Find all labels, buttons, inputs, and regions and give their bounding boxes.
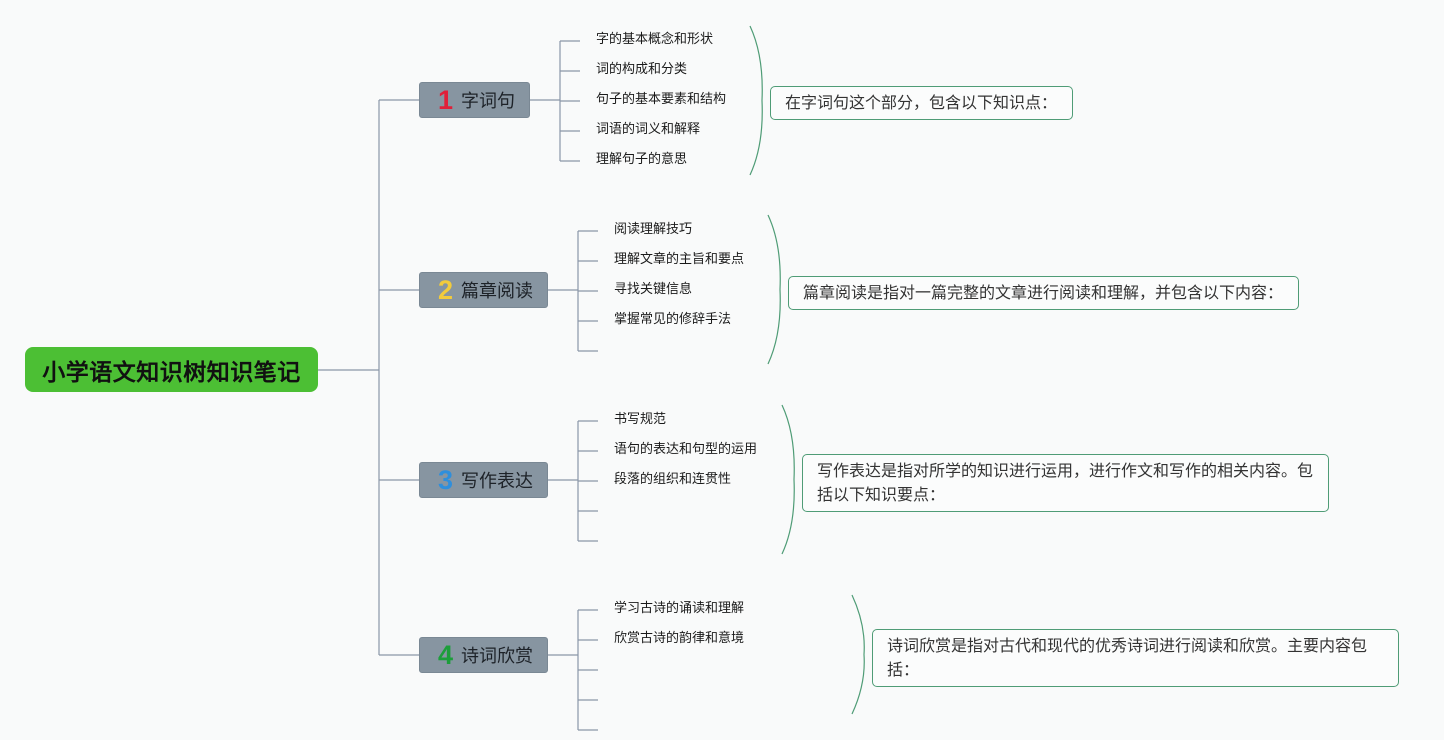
leaf-item[interactable]: 学习古诗的诵读和理解 xyxy=(614,601,745,616)
leaf-item[interactable]: 字的基本概念和形状 xyxy=(596,32,714,47)
leaf-item[interactable]: 词语的词义和解释 xyxy=(596,122,701,137)
leaf-item[interactable]: 掌握常见的修辞手法 xyxy=(614,312,732,327)
leaf-item[interactable]: 句子的基本要素和结构 xyxy=(596,92,727,107)
leaf-item[interactable]: 欣赏古诗的韵律和意境 xyxy=(614,631,745,646)
branch-number: 4 xyxy=(438,639,454,670)
leaf-item[interactable]: 理解文章的主旨和要点 xyxy=(614,252,745,267)
summary-brace xyxy=(749,25,763,176)
branch-topic-3[interactable]: 3 写作表达 xyxy=(419,462,548,498)
leaf-item[interactable]: 阅读理解技巧 xyxy=(614,222,693,237)
summary-box-1[interactable]: 在字词句这个部分，包含以下知识点： xyxy=(770,86,1073,120)
leaf-item[interactable]: 寻找关键信息 xyxy=(614,282,693,297)
leaf-item[interactable]: 理解句子的意思 xyxy=(596,152,688,167)
summary-box-3[interactable]: 写作表达是指对所学的知识进行运用，进行作文和写作的相关内容。包括以下知识要点： xyxy=(802,454,1329,512)
summary-brace xyxy=(781,404,795,555)
summary-brace xyxy=(767,214,781,365)
summary-box-4[interactable]: 诗词欣赏是指对古代和现代的优秀诗词进行阅读和欣赏。主要内容包括： xyxy=(872,629,1399,687)
branch-label: 字词句 xyxy=(461,91,516,112)
leaf-item[interactable]: 词的构成和分类 xyxy=(596,62,688,77)
branch-number: 2 xyxy=(438,274,454,305)
summary-brace xyxy=(851,594,865,715)
leaf-item[interactable]: 语句的表达和句型的运用 xyxy=(614,442,758,457)
leaf-item[interactable]: 段落的组织和连贯性 xyxy=(614,472,732,487)
branch-topic-2[interactable]: 2 篇章阅读 xyxy=(419,272,548,308)
branch-label: 写作表达 xyxy=(461,471,534,492)
branch-label: 篇章阅读 xyxy=(461,281,534,302)
branch-label: 诗词欣赏 xyxy=(461,646,534,667)
branch-number: 1 xyxy=(438,84,454,115)
branch-topic-4[interactable]: 4 诗词欣赏 xyxy=(419,637,548,673)
branch-number: 3 xyxy=(438,464,454,495)
leaf-item[interactable]: 书写规范 xyxy=(614,412,667,427)
root-topic[interactable]: 小学语文知识树知识笔记 xyxy=(25,347,318,392)
branch-topic-1[interactable]: 1 字词句 xyxy=(419,82,530,118)
summary-box-2[interactable]: 篇章阅读是指对一篇完整的文章进行阅读和理解，并包含以下内容： xyxy=(788,276,1299,310)
